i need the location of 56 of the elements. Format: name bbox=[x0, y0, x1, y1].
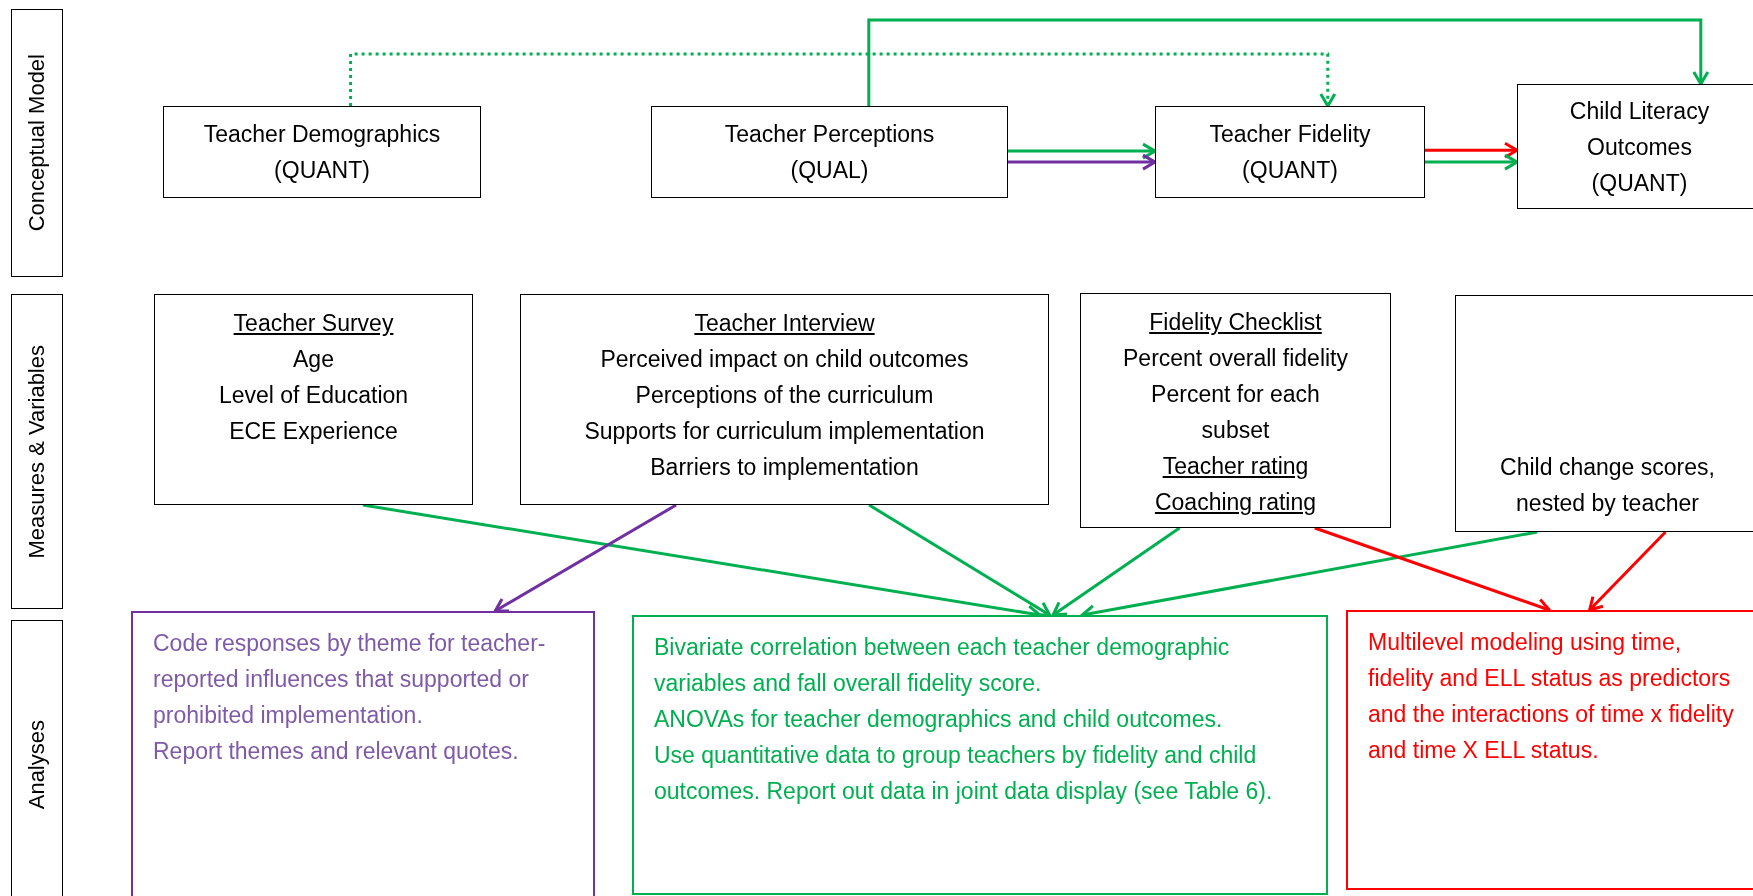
analysis-box bbox=[131, 611, 595, 896]
heading-text: Teacher Interview bbox=[694, 309, 875, 338]
arrow bbox=[868, 503, 1052, 617]
arrow bbox=[1425, 141, 1519, 159]
section-label-box bbox=[11, 620, 63, 896]
analysis-text: Report themes and relevant quotes. bbox=[153, 737, 519, 766]
analysis-text: ANOVAs for teacher demographics and child outcomes. bbox=[654, 705, 1223, 734]
node-text: Age bbox=[293, 345, 334, 374]
node-text: Child change scores, nested by teacher bbox=[1499, 453, 1716, 518]
node-text: ECE Experience bbox=[229, 417, 398, 446]
node-text: Supports for curriculum implementation bbox=[584, 417, 985, 446]
analysis-text: Bivariate correlation between each teacher demographic variables and fall overall fidelity score. bbox=[654, 633, 1231, 698]
section-label: Analyses bbox=[23, 720, 50, 810]
node-text: (QUANT) bbox=[1242, 156, 1338, 185]
arrow bbox=[1588, 530, 1667, 612]
section-label-box bbox=[11, 9, 63, 277]
node-text: Teacher Fidelity bbox=[1209, 120, 1371, 149]
node-text: Teacher Demographics bbox=[203, 120, 441, 149]
node-text: Perceptions of the curriculum bbox=[635, 381, 934, 410]
arrow bbox=[1008, 153, 1157, 171]
analysis-text: Code responses by theme for teacher-reported influences that supported or prohibited implementation. bbox=[153, 629, 547, 730]
heading-text: Fidelity Checklist bbox=[1149, 308, 1322, 337]
node-text: (QUANT) bbox=[1591, 168, 1688, 198]
node-text: Level of Education bbox=[218, 381, 409, 410]
concept-box bbox=[1155, 106, 1425, 198]
concept-box bbox=[163, 106, 481, 198]
node-text: Teacher Perceptions bbox=[724, 120, 935, 149]
concept-box bbox=[1517, 84, 1753, 209]
section-label-box bbox=[11, 294, 63, 609]
dotted-arrow bbox=[349, 52, 1337, 108]
arrow bbox=[1425, 153, 1519, 171]
node-text: (QUAL) bbox=[790, 156, 869, 185]
node-text: Barriers to implementation bbox=[650, 453, 919, 482]
section-label: Conceptual Model bbox=[23, 54, 50, 232]
analysis-text: Use quantitative data to group teachers by fidelity and child outcomes. Report out data in joint data display (see Table 6). bbox=[654, 741, 1274, 806]
node-text: Child Literacy Outcomes bbox=[1568, 96, 1711, 162]
arrow bbox=[1008, 142, 1157, 160]
analysis-text: Multilevel modeling using time, fidelity and ELL status as predictors and the interactions of time x fidelity and time X ELL status. bbox=[1368, 628, 1735, 765]
arrow bbox=[867, 18, 1710, 106]
concept-box bbox=[651, 106, 1008, 198]
node-text: Perceived impact on child outcomes bbox=[600, 345, 969, 374]
node-text: Percent for each subset bbox=[1150, 380, 1321, 445]
arrow bbox=[1051, 526, 1181, 617]
measure-box bbox=[154, 294, 473, 505]
node-text: Percent overall fidelity bbox=[1123, 344, 1348, 373]
heading-text: Teacher Survey bbox=[233, 309, 394, 338]
analysis-box bbox=[1346, 610, 1753, 890]
measure-box bbox=[1080, 293, 1391, 528]
heading-text: Coaching rating bbox=[1154, 488, 1317, 517]
node-text: (QUANT) bbox=[274, 156, 370, 185]
measure-box bbox=[1455, 295, 1753, 532]
section-label: Measures & Variables bbox=[23, 344, 50, 559]
analysis-box bbox=[632, 615, 1328, 895]
measure-box bbox=[520, 294, 1049, 505]
arrow bbox=[493, 503, 677, 613]
heading-text: Teacher rating bbox=[1162, 452, 1309, 481]
